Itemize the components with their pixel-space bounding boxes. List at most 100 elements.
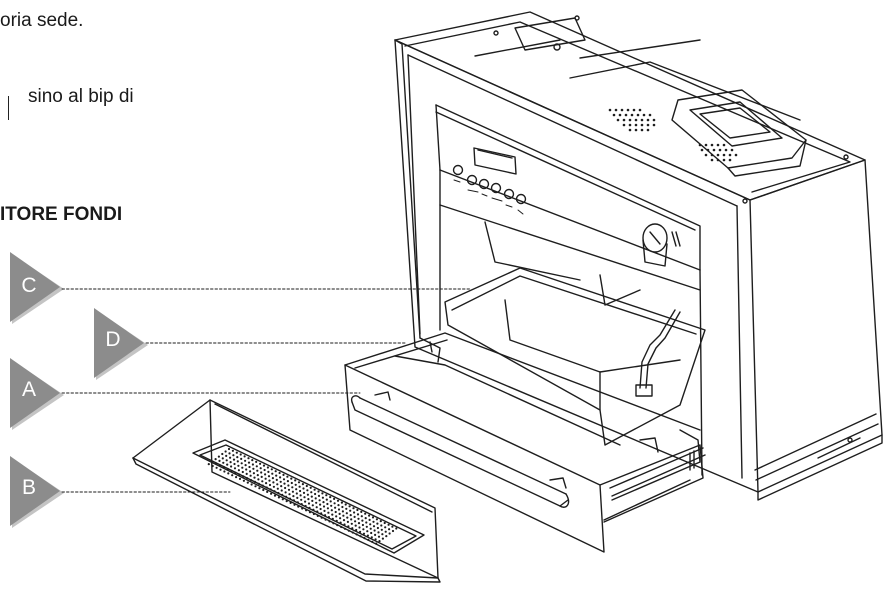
perforation-dot	[271, 477, 274, 480]
perforation-dot	[251, 463, 254, 466]
perforation-dot	[360, 510, 363, 513]
section-heading: ITORE FONDI	[0, 204, 123, 225]
perforation-dot	[258, 487, 261, 490]
top-vent-2	[698, 143, 738, 162]
perforation-dot	[272, 481, 275, 484]
callout-marker-b	[10, 456, 64, 528]
perforation-dot	[291, 490, 294, 493]
perforation-dot	[369, 527, 372, 530]
perforation-dot	[273, 490, 276, 493]
perforation-dot	[317, 490, 320, 493]
perforation-dot	[215, 466, 218, 469]
perforation-dot	[238, 477, 242, 480]
perforation-dot	[324, 514, 327, 517]
perforation-dot	[265, 486, 268, 489]
perforation-dot	[244, 464, 247, 467]
perforation-dot	[339, 521, 342, 524]
perforation-dot	[308, 511, 312, 514]
perforation-dot	[239, 453, 242, 456]
perforation-dot	[374, 538, 377, 541]
perforation-dot	[253, 476, 256, 479]
perforation-dot	[235, 476, 238, 479]
perforation-dot	[330, 504, 333, 507]
perforation-dot	[294, 483, 297, 486]
perforation-dot	[223, 470, 226, 473]
perforation-dot	[302, 491, 306, 494]
perforation-dot	[264, 477, 267, 480]
perforation-dot	[367, 538, 370, 542]
perforation-dot	[322, 505, 326, 508]
perforation-dot	[365, 525, 368, 528]
perforation-dot	[347, 529, 350, 532]
perforation-dot	[306, 493, 309, 496]
perforation-dot	[378, 540, 381, 543]
perforation-dot	[238, 473, 241, 476]
perforation-dot	[355, 533, 358, 536]
perforation-dot	[319, 507, 322, 511]
perforation-dot	[388, 532, 391, 535]
perforation-dot	[245, 468, 248, 471]
perforation-dot	[344, 503, 347, 506]
perforation-dot	[256, 474, 259, 477]
perforation-dot	[270, 492, 273, 495]
perforation-dot	[211, 460, 214, 463]
perforation-dot	[250, 479, 253, 482]
perforation-dot	[377, 531, 380, 534]
perforation-dot	[357, 517, 360, 520]
perforation-dot	[342, 514, 345, 517]
perforation-dot	[388, 528, 391, 531]
perforation-dot	[352, 507, 355, 510]
perforation-dot	[294, 479, 297, 482]
perforation-dot	[360, 515, 363, 518]
perforation-dot	[339, 517, 342, 520]
perforation-dot	[276, 487, 279, 490]
perforation-dot	[346, 520, 349, 524]
perforation-dot	[319, 503, 322, 506]
perforation-dot	[321, 496, 324, 499]
perforation-dot	[221, 457, 224, 460]
perforation-dot	[256, 469, 259, 472]
perforation-dot	[329, 496, 332, 499]
perforation-dot	[336, 499, 340, 502]
perforation-dot	[299, 494, 302, 497]
perforation-dot	[304, 504, 307, 508]
perforation-dot	[310, 491, 313, 494]
perforation-dot	[347, 525, 350, 528]
perforation-dot	[359, 530, 362, 534]
perforation-dot	[275, 478, 278, 481]
tray-perforation	[207, 447, 398, 545]
perforation-dot	[229, 461, 232, 464]
perforation-dot	[222, 461, 225, 464]
perforation-dot	[329, 500, 332, 503]
perforation-dot	[379, 520, 382, 523]
perforation-dot	[325, 494, 328, 497]
perforation-dot	[336, 524, 339, 527]
perforation-dot	[247, 457, 250, 460]
perforation-dot	[243, 455, 246, 458]
perforation-dot	[345, 507, 348, 510]
perforation-dot	[310, 495, 313, 498]
perforation-dot	[351, 531, 354, 534]
button-symbol-mark	[8, 96, 9, 120]
perforation-dot	[364, 517, 367, 520]
perforation-dot	[368, 514, 371, 517]
perforation-dot	[290, 477, 293, 480]
perforation-dot	[266, 490, 269, 493]
perforation-dot	[298, 485, 301, 488]
perforation-dot	[316, 514, 319, 518]
perforation-dot	[318, 499, 321, 502]
perforation-dot	[214, 458, 217, 461]
perforation-dot	[268, 479, 271, 482]
perforation-dot	[302, 487, 305, 490]
perforation-dot	[300, 503, 303, 506]
perforation-dot	[267, 475, 271, 478]
perforation-dot	[284, 491, 287, 494]
instruction-text-line-1: oria sede.	[0, 10, 84, 31]
perforation-dot	[282, 473, 285, 476]
perforation-dot	[290, 481, 293, 485]
perforation-dot	[354, 520, 357, 523]
perforation-dot	[219, 468, 222, 471]
perforation-dot	[249, 470, 252, 473]
perforation-dot	[263, 468, 266, 472]
perforation-dot	[278, 471, 281, 475]
